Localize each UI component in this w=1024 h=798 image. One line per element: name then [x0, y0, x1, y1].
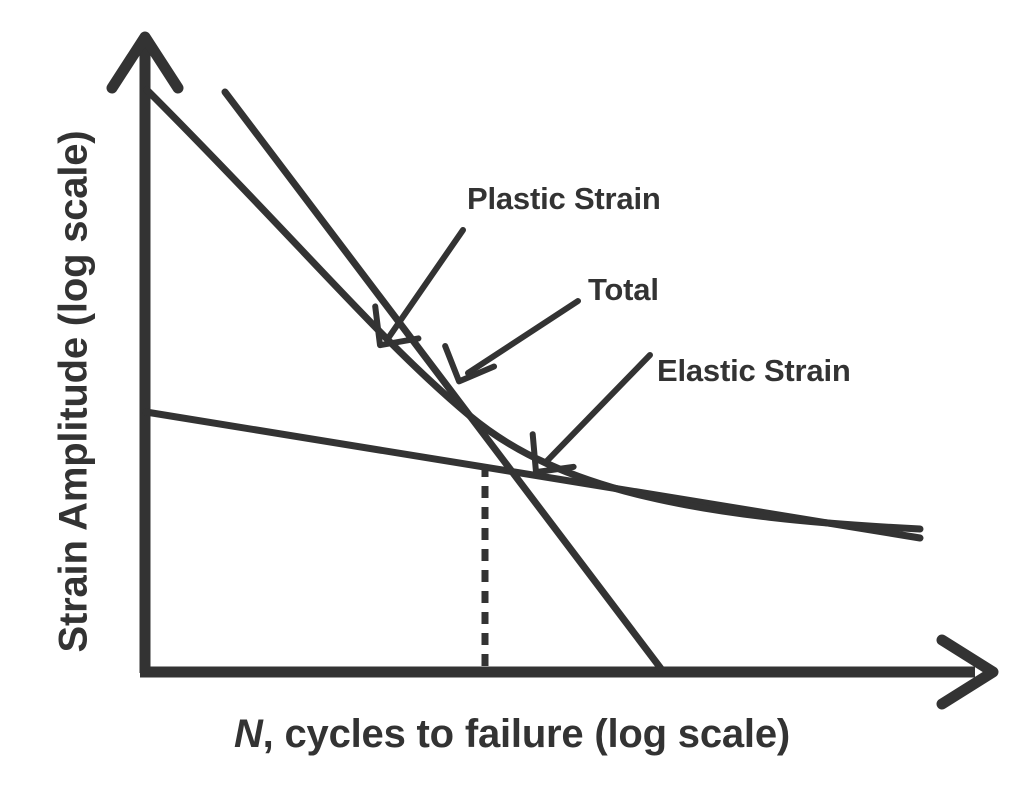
x-axis-title-variable: N [233, 712, 263, 756]
series-total-curve [143, 86, 924, 533]
elastic-strain-leader-arrow [529, 352, 653, 476]
plastic-strain-leader-arrow [372, 227, 466, 349]
series-group [142, 86, 924, 674]
y-axis-arrowhead [106, 31, 184, 94]
series-plastic-strain-line [221, 88, 666, 674]
axis-group [106, 31, 999, 710]
plastic-strain-label: Plastic Strain [467, 181, 661, 216]
total-leader-arrow [442, 298, 581, 385]
x-axis-arrowhead [936, 634, 999, 710]
y-axis-title: Strain Amplitude (log scale) [51, 130, 96, 653]
annotation-arrows [372, 227, 653, 476]
x-axis-title: N, cycles to failure (log scale) [0, 712, 1024, 757]
elastic-strain-label: Elastic Strain [657, 353, 851, 388]
x-axis-title-rest: , cycles to failure (log scale) [262, 712, 791, 756]
total-label: Total [588, 272, 659, 307]
